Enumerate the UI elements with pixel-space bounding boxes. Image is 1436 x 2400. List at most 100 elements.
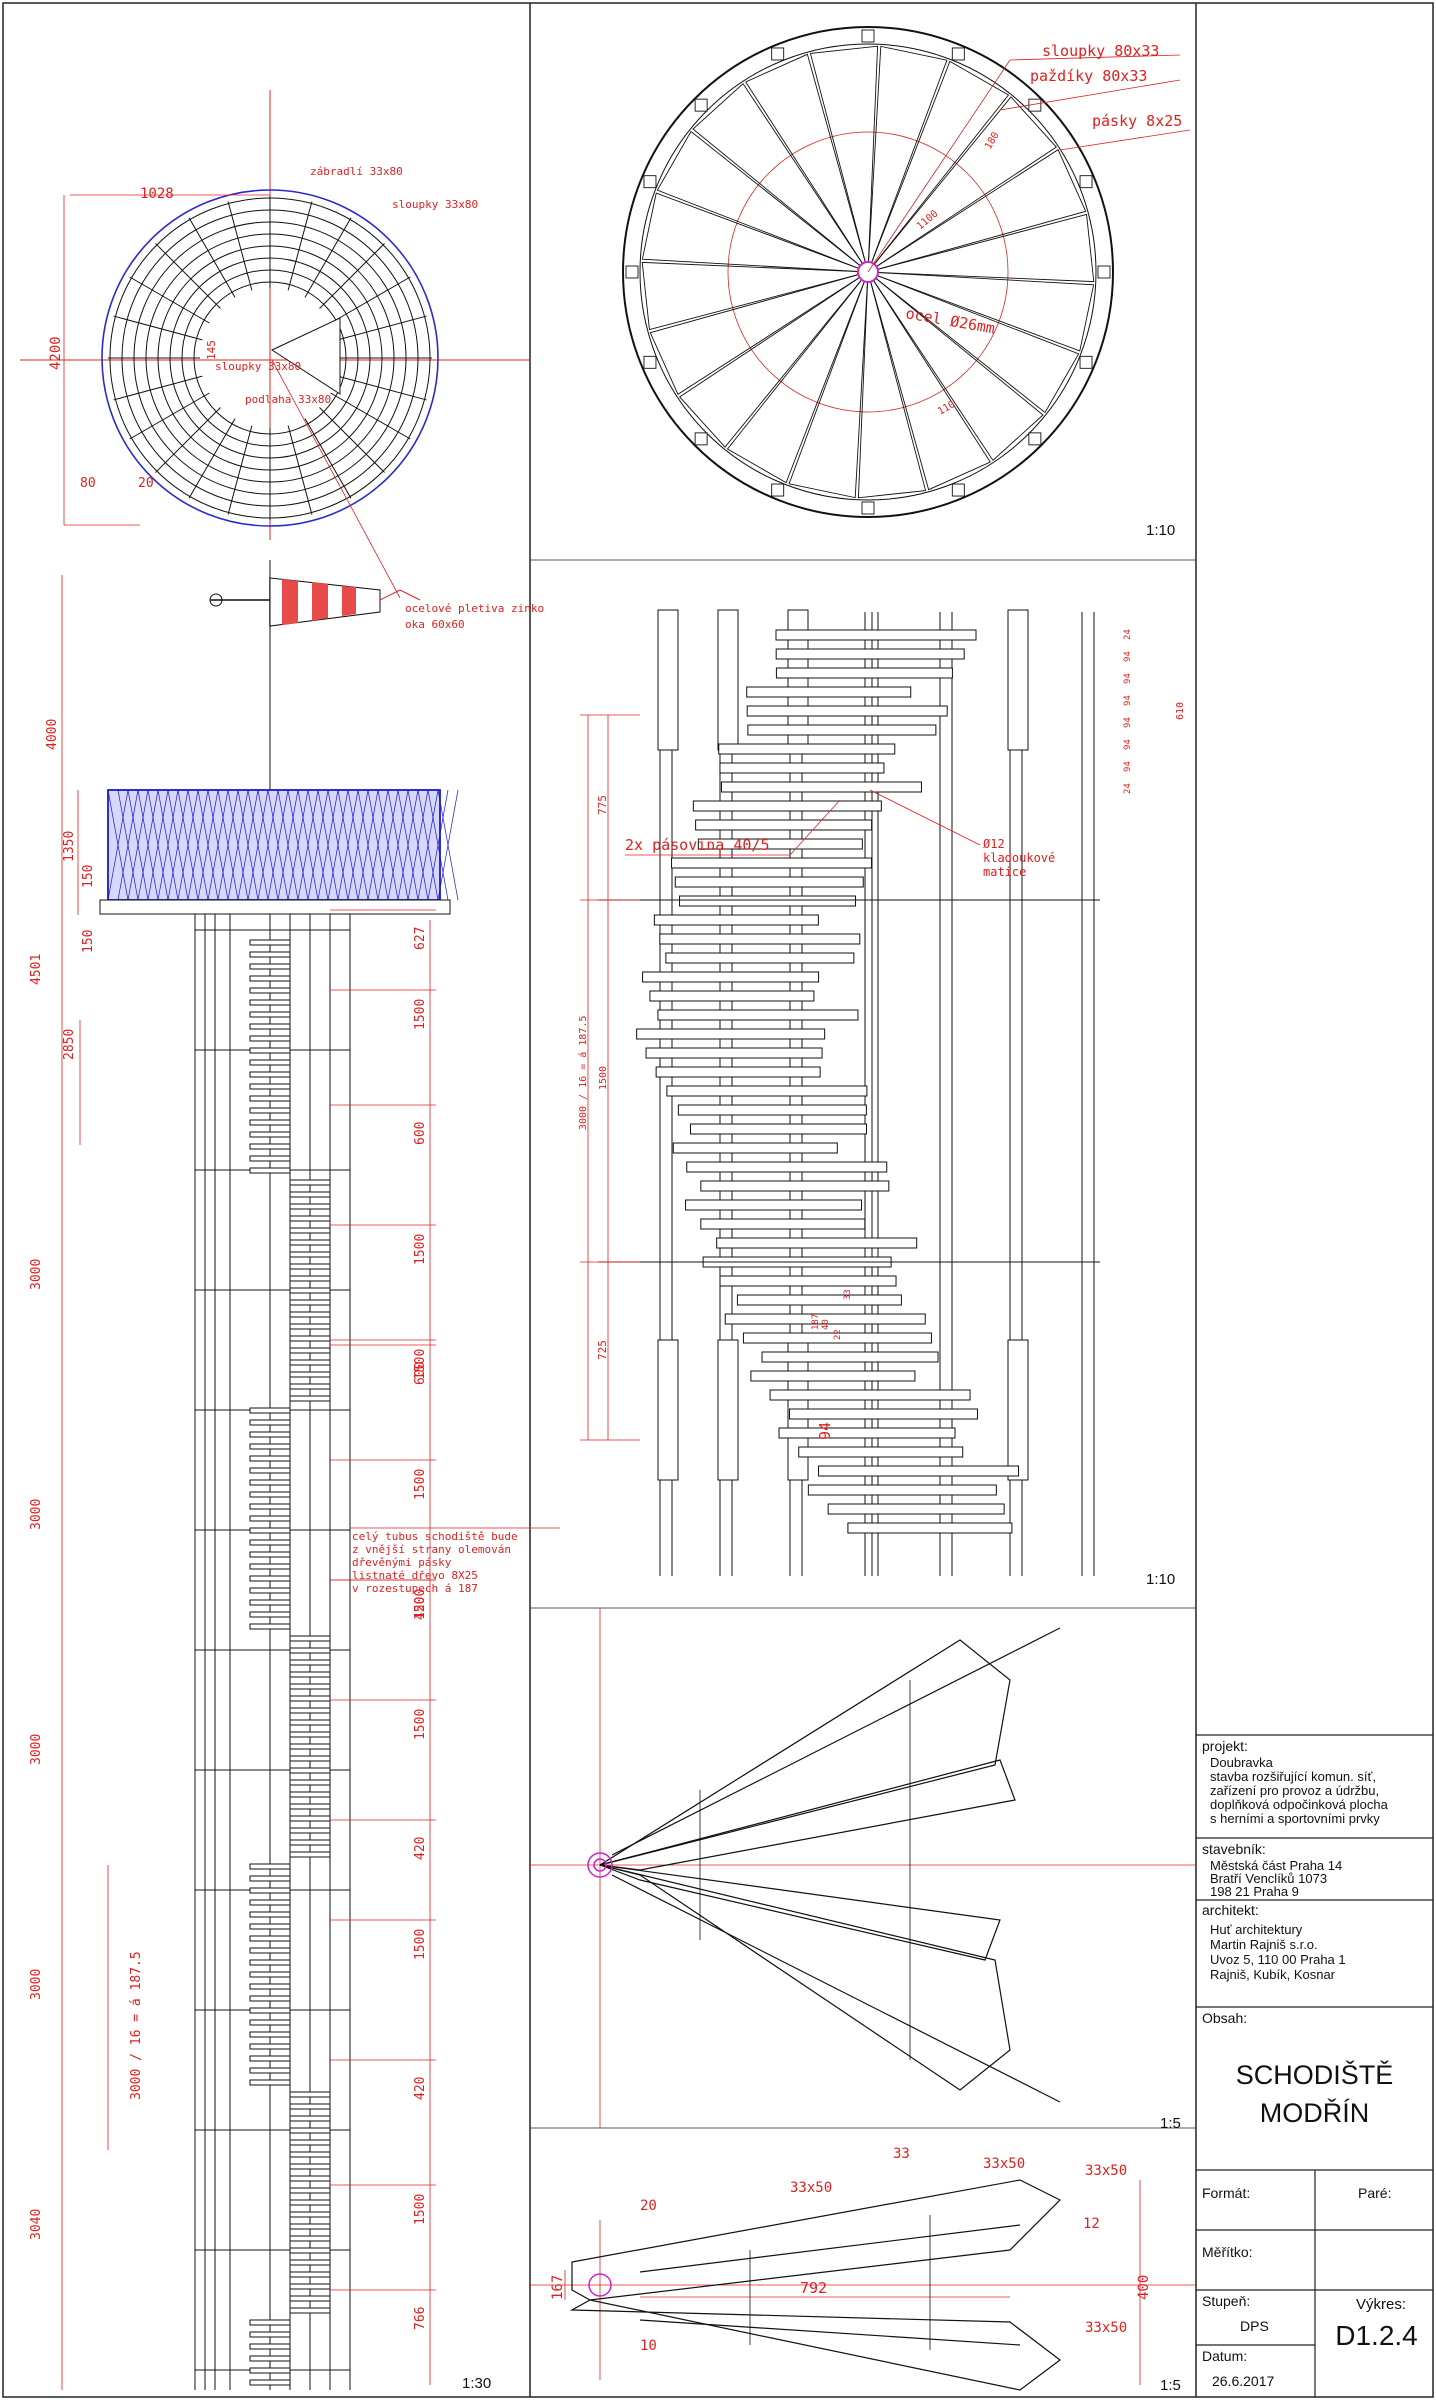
tower-tread [249,1131,291,1138]
spiral-step [871,60,1010,265]
scale-spiral: 1:10 [1146,522,1175,539]
plan-spoke [330,392,411,440]
left-dim-3000a: 3000 [29,1259,44,1290]
detail-dim-1500: 1500 [598,1066,609,1090]
tower-tread [289,1335,331,1342]
tower-tread [289,2211,331,2218]
detail-tread [750,1370,916,1382]
spiral-post [694,98,708,112]
tower-tread [289,1767,331,1774]
tower-tread [249,1431,291,1438]
detail-tread [716,1237,918,1249]
tower-tread [289,1203,331,1210]
mesh-line [327,789,349,901]
left-dim-4000: 4000 [45,719,60,750]
small-right-dim-0: 24 [1123,629,1133,640]
mesh-line [217,789,239,901]
tower-tread [249,1083,291,1090]
tower-tread [289,1239,331,1246]
tower-tread [289,1827,331,1834]
tower-tread [289,1803,331,1810]
tower-tread [249,1167,291,1174]
spiral-step [788,280,868,499]
tower-tread [289,2247,331,2254]
tower-tread [249,1155,291,1162]
detail-dim-775: 775 [596,795,609,815]
mesh-line [177,789,199,901]
mesh-line [377,789,399,901]
spiral-post [1079,175,1093,189]
detail-tread [769,1389,971,1401]
tower-tread [289,1743,331,1750]
mesh-line [357,789,379,901]
tower-tread [249,1983,291,1990]
tower-tread [249,1599,291,1606]
plan-spoke [129,276,210,324]
detail-tread [645,1047,823,1059]
note-line-1: celý tubus schodiště bude [352,1530,518,1543]
tower-tread [289,1779,331,1786]
mesh-line [237,789,259,901]
step-detail-section-labels: 20 33 33x50 33x50 33x50 12 400 167 792 1… [550,2146,1181,2394]
tower-tread [289,1707,331,1714]
detail-tread [807,1484,997,1496]
tower-tread [289,1791,331,1798]
tower-tread [249,2019,291,2026]
tower-tread [249,1467,291,1474]
detail-tread [692,800,882,812]
detail-tread [672,1142,838,1154]
tb-architekt-line-3: Uvoz 5, 110 00 Praha 1 [1210,1952,1346,1967]
tower-tread [289,1287,331,1294]
tb-projekt-line-4: doplňková odpočinková plocha [1210,1797,1388,1812]
sd-33x50-a: 33x50 [790,2180,832,2196]
plan-spoke [188,418,236,499]
tower-tread [249,2319,291,2326]
detail-block [1007,609,1029,751]
plan-spoke [188,217,236,298]
dim-1100: 1100 [915,208,941,232]
tb-vykres-label: Výkres: [1356,2296,1407,2313]
label-pasovina: 2x pásovina 40/5 [625,836,770,854]
detail-dim-610: 610 [1175,702,1186,720]
tower-tread [249,2007,291,2014]
tower-tread [249,2031,291,2038]
label-kladka-1: Ø12 [983,837,1005,851]
label-zabradli: zábradlí 33x80 [310,165,403,178]
tower-elevation: ocelové pletiva zinko oka 60x60 4000 135… [29,359,560,2392]
tower-tread [249,1119,291,1126]
spiral-post [861,29,875,43]
tower-tread [289,1695,331,1702]
tower-tread [289,1227,331,1234]
tower-tread [249,1479,291,1486]
mesh-line [257,789,279,901]
tower-tread [289,1347,331,1354]
tower-tread [249,1407,291,1414]
tb-projekt-lines: Doubravka stavba rozšiřující komun. síť,… [1210,1756,1388,1826]
small-right-dim-6: 94 [1123,761,1133,772]
right-dim-1: 1500 [413,999,428,1030]
tower-tread [249,1071,291,1078]
spiral-post [625,265,639,279]
tower-tread [289,1671,331,1678]
right-dim-3: 1500 [413,1234,428,1265]
tb-architekt-line-2: Martin Rajniš s.r.o. [1210,1937,1318,1952]
left-dim-3000d: 3000 [29,1969,44,2000]
tower-tread [249,2367,291,2374]
tower-tread [249,939,291,946]
tower-tread [289,1683,331,1690]
tower-tread [249,1959,291,1966]
small-right-dim-4: 94 [1123,717,1133,728]
mesh-line [147,789,169,901]
spiral-step [745,53,866,265]
mesh-line [197,789,219,901]
drawing-title-2: MODŘÍN [1259,2098,1370,2128]
tower-tread [249,1551,291,1558]
detail-dim-33: 33 [843,1289,853,1300]
tower-tread [249,963,291,970]
detail-tread [642,971,820,983]
detail-tread [778,1427,956,1439]
detail-tread [746,705,948,717]
detail-dim-94: 94 [816,1422,834,1440]
plan-spoke [330,276,411,324]
detail-tread [679,895,857,907]
